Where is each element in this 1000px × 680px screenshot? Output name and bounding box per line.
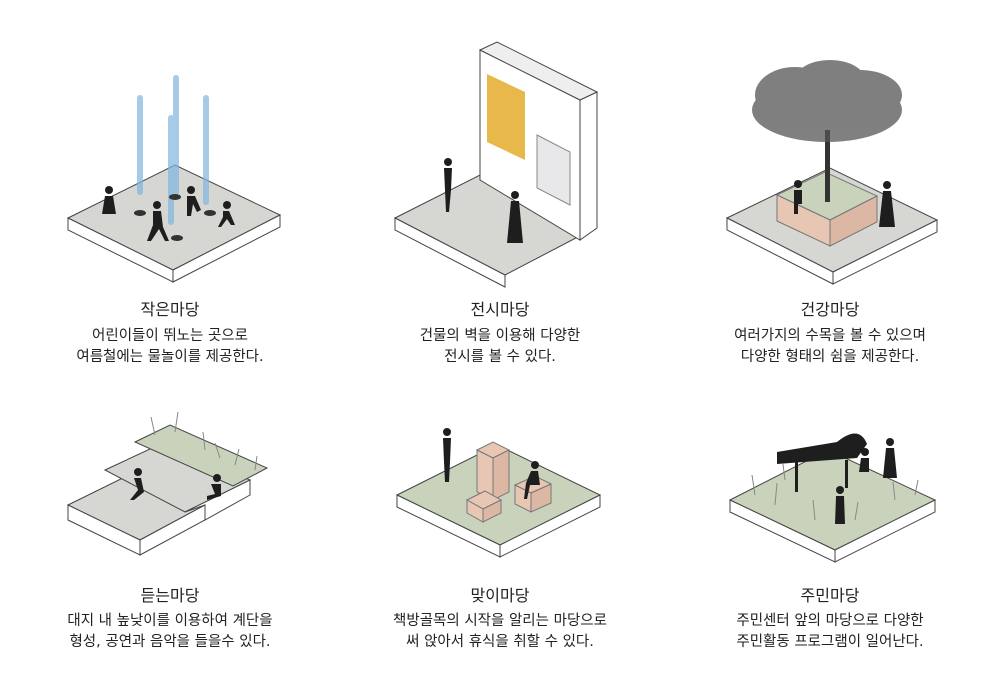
tree-trunk-icon <box>825 130 830 202</box>
tree-planter-illustration <box>725 60 939 285</box>
panel-exhibition-yard: 전시마당 건물의 벽을 이용해 다양한 전시를 볼 수 있다. <box>335 0 665 370</box>
fountain-plaza-illustration <box>66 75 282 283</box>
children-figures-icon <box>102 186 235 241</box>
description-line: 주민센터 앞의 마당으로 다양한 <box>736 613 924 629</box>
description-line: 여름철에는 물놀이를 제공한다. <box>76 349 264 365</box>
panel-description: 대지 내 높낮이를 이용하여 계단을 형성, 공연과 음악을 들을수 있다. <box>5 611 335 653</box>
panel-resident-yard: 주민마당 주민센터 앞의 마당으로 다양한 주민활동 프로그램이 일어난다. <box>665 380 995 670</box>
description-line: 써 앉아서 휴식을 취할 수 있다. <box>406 634 594 650</box>
panel-description: 건물의 벽을 이용해 다양한 전시를 볼 수 있다. <box>335 326 665 368</box>
seating-blocks-illustration <box>395 428 602 558</box>
panel-description: 어린이들이 뛰노는 곳으로 여름철에는 물놀이를 제공한다. <box>5 326 335 368</box>
seated-figures-icon <box>130 468 221 500</box>
panel-welcome-yard: 맞이마당 책방골목의 시작을 알리는 마당으로 써 앉아서 휴식을 취할 수 있… <box>335 380 665 670</box>
exhibition-wall-illustration <box>393 41 599 288</box>
panel-health-yard: 건강마당 여러가지의 수목을 볼 수 있으며 다양한 형태의 쉼을 제공한다. <box>665 0 995 370</box>
panel-small-yard: 작은마당 어린이들이 뛰노는 곳으로 여름철에는 물놀이를 제공한다. <box>5 0 335 370</box>
panel-title: 맞이마당 <box>470 586 530 605</box>
piano-performance-illustration <box>728 433 937 563</box>
panel-listening-yard: 듣는마당 대지 내 높낮이를 이용하여 계단을 형성, 공연과 음악을 들을수 … <box>5 380 335 670</box>
poster-icon <box>536 134 571 206</box>
description-line: 책방골목의 시작을 알리는 마당으로 <box>393 613 607 629</box>
description-line: 다양한 형태의 쉼을 제공한다. <box>740 349 920 365</box>
panel-description: 주민센터 앞의 마당으로 다양한 주민활동 프로그램이 일어난다. <box>665 611 995 653</box>
grass-icon <box>751 463 919 521</box>
description-line: 건물의 벽을 이용해 다양한 <box>419 328 581 344</box>
panel-title: 작은마당 <box>140 300 200 319</box>
performer-figures-icon <box>835 438 897 524</box>
terraced-steps-illustration <box>66 411 269 556</box>
description-line: 전시를 볼 수 있다. <box>444 349 556 365</box>
description-line: 형성, 공연과 음악을 들을수 있다. <box>69 634 271 650</box>
people-figures-icon <box>794 180 895 227</box>
description-line: 여러가지의 수목을 볼 수 있으며 <box>734 328 926 344</box>
panel-description: 여러가지의 수목을 볼 수 있으며 다양한 형태의 쉼을 제공한다. <box>665 326 995 368</box>
panel-description: 책방골목의 시작을 알리는 마당으로 써 앉아서 휴식을 취할 수 있다. <box>335 611 665 653</box>
tree-canopy-icon <box>752 60 902 142</box>
panel-title: 전시마당 <box>470 300 530 319</box>
description-line: 주민활동 프로그램이 일어난다. <box>736 634 924 650</box>
panel-title: 건강마당 <box>800 300 860 319</box>
description-line: 대지 내 높낮이를 이용하여 계단을 <box>67 613 273 629</box>
piano-icon <box>777 433 867 492</box>
people-figures-icon <box>443 428 540 499</box>
grass-icon <box>150 411 258 471</box>
visitor-figures-icon <box>444 158 523 243</box>
poster-icon <box>487 74 525 160</box>
description-line: 어린이들이 뛰노는 곳으로 <box>92 328 248 344</box>
panel-title: 듣는마당 <box>140 586 200 605</box>
panel-title: 주민마당 <box>800 586 860 605</box>
